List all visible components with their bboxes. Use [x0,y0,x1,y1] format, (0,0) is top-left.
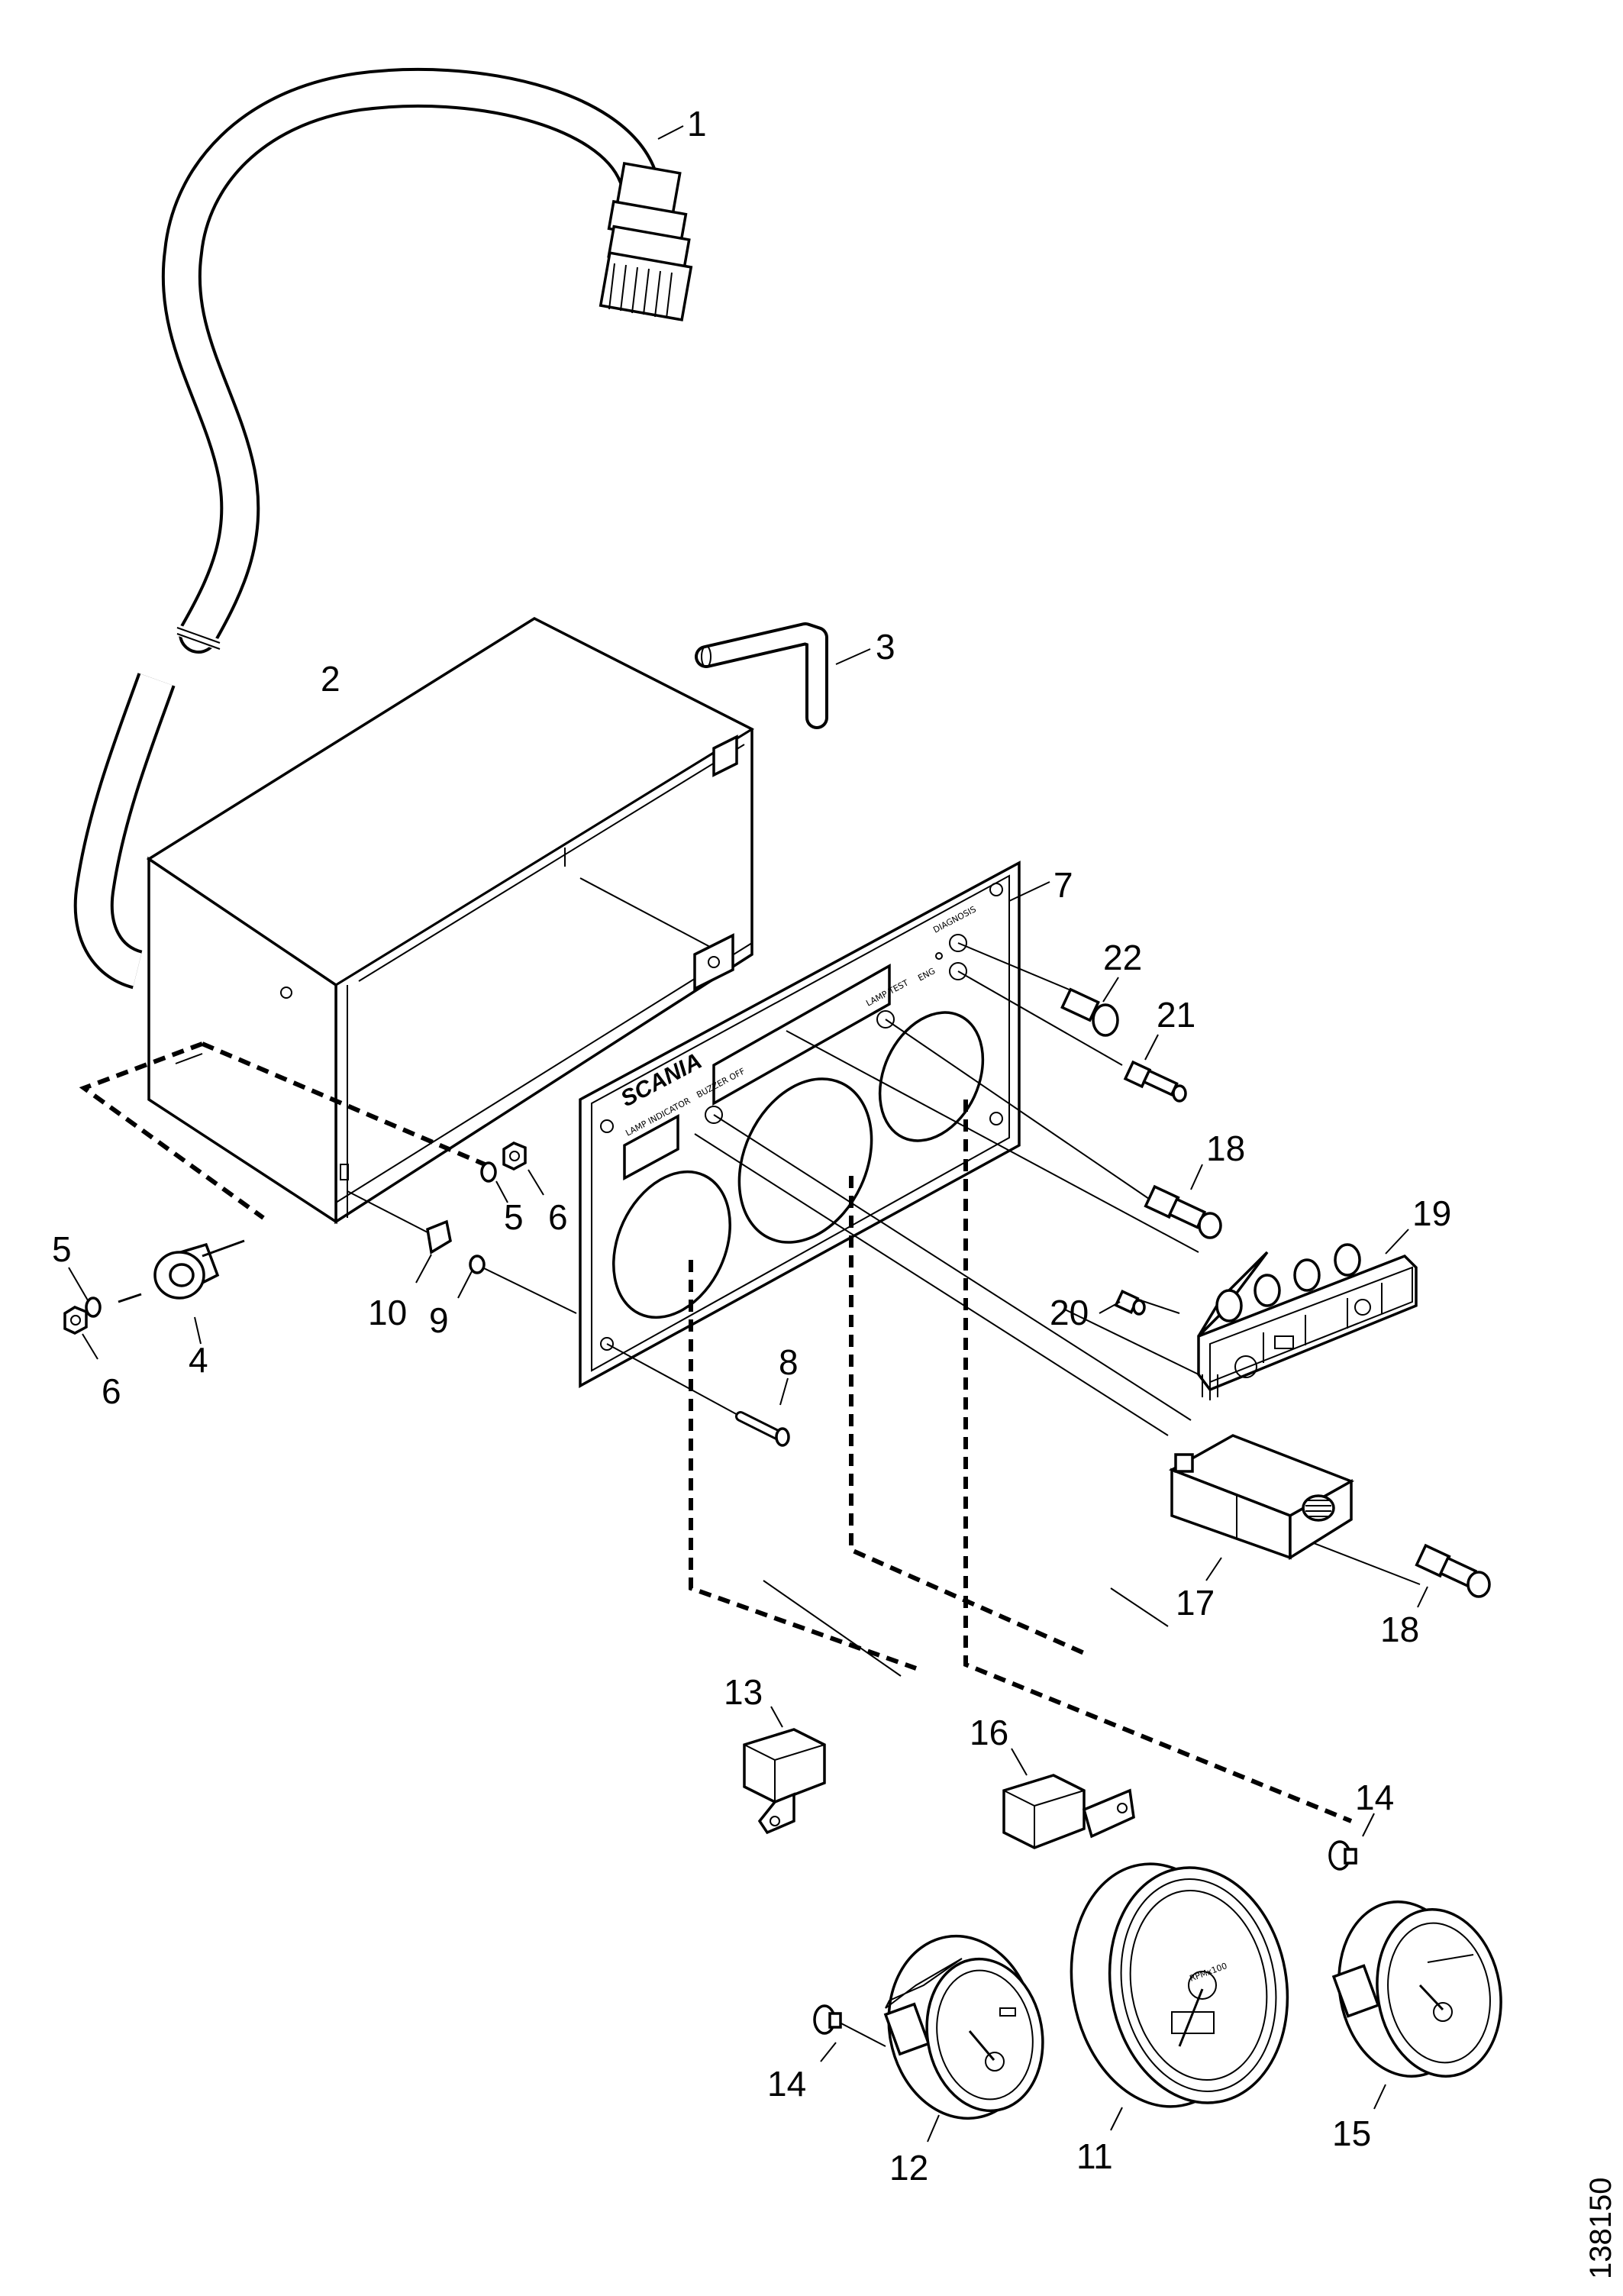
gauge-15 [1331,1900,1502,2078]
figure-number: 138150 [1584,2178,1618,2279]
callout-1: 1 [687,104,707,144]
bulb-holder [1415,1543,1491,1598]
relay-16 [1002,1774,1135,1849]
callout-13: 13 [724,1672,763,1712]
callout-20: 20 [1050,1293,1089,1332]
bulb [1328,1840,1357,1871]
washer [469,1255,486,1274]
washer [480,1161,497,1183]
cap-knob [1060,987,1119,1037]
callouts: 1 2 3 4 5 5 6 6 7 8 9 10 11 12 13 14 14 … [52,104,1451,2188]
bulb [813,2004,842,2035]
callout-5b: 5 [504,1197,524,1237]
cable-harness [73,68,693,990]
hex-key [695,622,828,729]
front-panel: SCANIA LAMP INDICATOR BUZZER OFF LAMP TE… [579,861,1021,1388]
callout-19: 19 [1412,1193,1451,1233]
callout-3: 3 [876,627,895,667]
callout-9: 9 [429,1300,449,1340]
nut [63,1306,88,1335]
nut [502,1142,527,1171]
washer [85,1297,102,1318]
tachometer: RPMx100 [1070,1862,1289,2108]
clip-nut [426,1219,452,1255]
callout-4: 4 [189,1340,208,1380]
callout-14b: 14 [767,2064,806,2104]
screw [735,1411,790,1447]
callout-14a: 14 [1355,1778,1394,1817]
callout-2: 2 [321,659,340,699]
bulb-holder [1123,1060,1187,1103]
mounting-bracket [118,1239,245,1303]
callout-11: 11 [1076,2136,1113,2176]
callout-15: 15 [1332,2114,1371,2153]
callout-22: 22 [1103,938,1142,977]
bulb-holder-small [1114,1289,1146,1316]
dimmer-switch [1168,1434,1355,1561]
gauge-12 [883,1934,1044,2120]
callout-21: 21 [1157,995,1195,1035]
callout-18a: 18 [1206,1129,1245,1168]
callout-18b: 18 [1380,1610,1419,1649]
warning-lamp-module [1197,1243,1418,1400]
callout-10: 10 [368,1293,407,1332]
callout-6b: 6 [548,1197,568,1237]
bulb-holder [1144,1184,1222,1239]
callout-16: 16 [970,1713,1008,1752]
callout-12: 12 [889,2148,928,2188]
callout-17: 17 [1176,1583,1215,1623]
enclosure-box [146,616,755,1225]
connector-plug [599,162,693,321]
relay-13 [743,1728,826,1835]
callout-5a: 5 [52,1229,72,1269]
callout-6a: 6 [102,1371,121,1411]
callout-8: 8 [779,1342,799,1382]
callout-7: 7 [1053,865,1073,905]
